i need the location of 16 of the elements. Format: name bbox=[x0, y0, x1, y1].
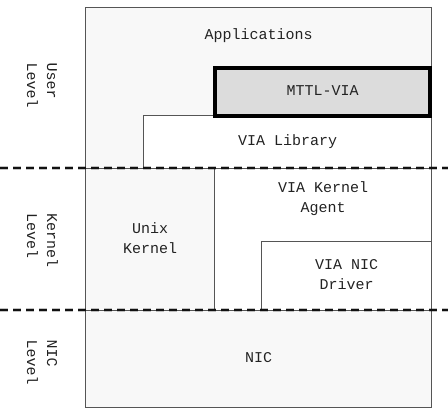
component-box bbox=[261, 241, 432, 311]
level-label: Kernel Level bbox=[21, 213, 60, 267]
component-label: Unix Kernel bbox=[122, 220, 178, 260]
layer-box bbox=[85, 7, 432, 169]
component-label: VIA Kernel Agent bbox=[276, 179, 369, 219]
level-label: User Level bbox=[21, 62, 60, 108]
highlighted-box bbox=[213, 66, 432, 118]
component-box bbox=[143, 115, 432, 169]
component-label: VIA Library bbox=[238, 132, 338, 152]
component-label: Applications bbox=[204, 26, 313, 46]
layer-box bbox=[85, 310, 432, 408]
component-label: NIC bbox=[244, 349, 272, 369]
component-label: MTTL-VIA bbox=[286, 82, 358, 102]
component-label: VIA NIC Driver bbox=[314, 256, 379, 296]
level-label: NIC Level bbox=[21, 340, 60, 384]
component-box bbox=[85, 168, 215, 311]
